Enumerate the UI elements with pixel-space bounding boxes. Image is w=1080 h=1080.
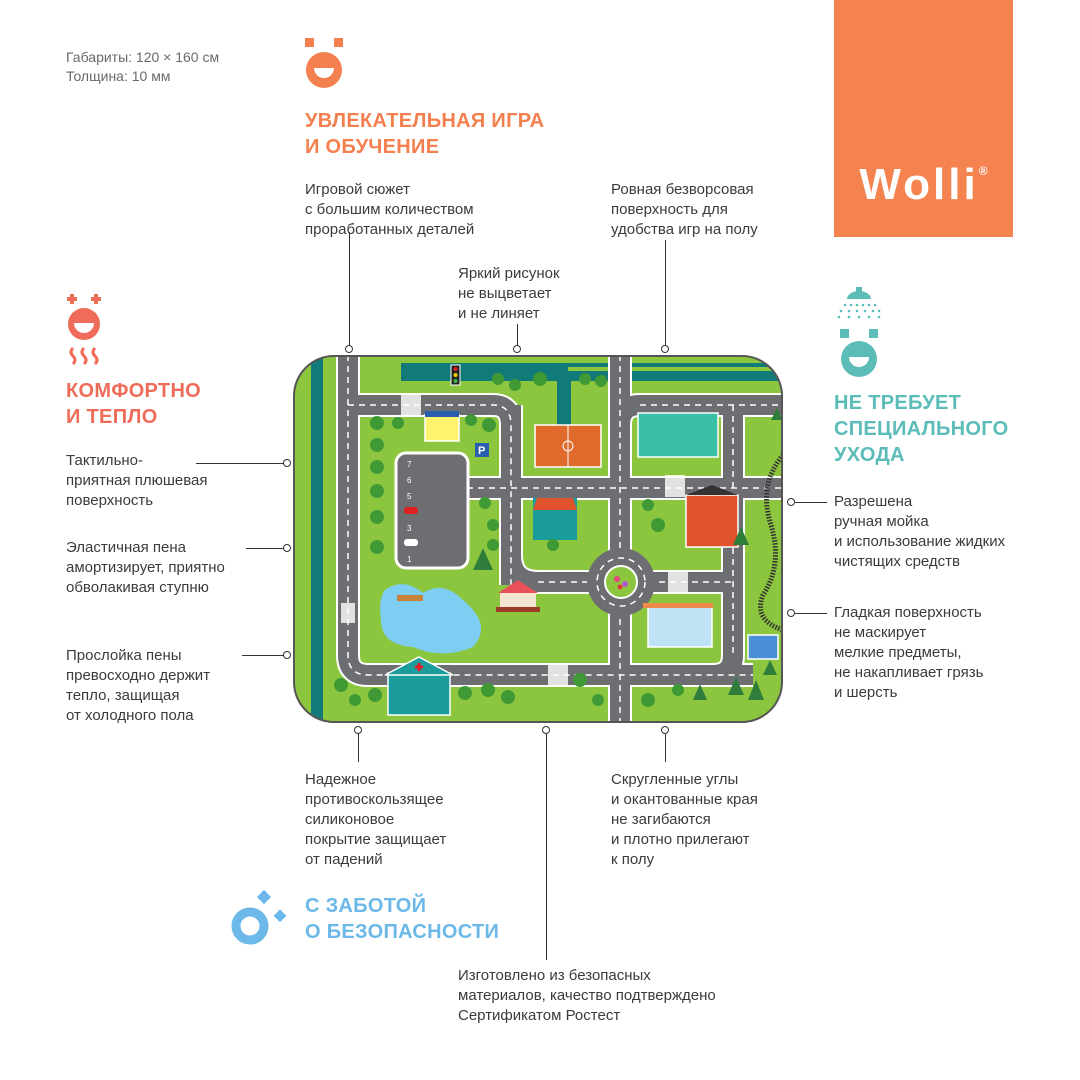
- apartment-building: [685, 494, 739, 548]
- leader-line: [349, 232, 350, 346]
- parking-number: 1: [407, 555, 412, 564]
- logo-text: Wolli: [859, 160, 979, 209]
- leader-line: [665, 240, 666, 346]
- safety-heading: С ЗАБОТОЙ О БЕЗОПАСНОСТИ: [305, 895, 500, 943]
- service-building: [747, 634, 779, 660]
- leader-dot: [283, 651, 291, 659]
- smiley-icon: [305, 38, 343, 88]
- car-icon: [404, 539, 418, 546]
- play-heading: УВЛЕКАТЕЛЬНАЯ ИГРА И ОБУЧЕНИЕ: [305, 110, 545, 158]
- car-icon: [404, 507, 418, 514]
- leader-dot: [345, 345, 353, 353]
- dimensions-text: Габариты: 120 × 160 см: [66, 49, 220, 65]
- callout-warm: Прослойка пены превосходно держит тепло,…: [66, 647, 211, 724]
- parking-number: 5: [407, 492, 412, 501]
- gas-station: [647, 606, 713, 648]
- hospital-building: [387, 672, 451, 716]
- warm-smiley-icon: [67, 294, 101, 366]
- registered-mark: ®: [978, 164, 988, 178]
- leader-dot: [661, 726, 669, 734]
- leader-line: [665, 734, 666, 762]
- school-building: [637, 412, 719, 458]
- callout-antislip: Надежное противоскользящее силиконовое п…: [305, 771, 447, 868]
- leader-line: [242, 655, 284, 656]
- callout-corners: Скругленные углы и окантованные края не …: [611, 771, 758, 868]
- callout-bright: Яркий рисунок не выцветает и не линяет: [458, 265, 560, 322]
- trees: [334, 372, 684, 707]
- railway: [758, 453, 782, 633]
- river: [311, 356, 323, 722]
- parking-sign-icon: [475, 443, 489, 457]
- callout-smooth: Гладкая поверхность не маскирует мелкие …: [834, 604, 984, 701]
- leader-dot: [513, 345, 521, 353]
- brand-logo-box: Wolli®: [834, 0, 1013, 237]
- leader-line: [517, 324, 518, 346]
- leader-line: [358, 734, 359, 762]
- play-mat-map: 7 6 5 3 1 P: [293, 355, 783, 723]
- pond: [380, 584, 481, 654]
- callout-materials: Изготовлено из безопасных материалов, ка…: [458, 967, 716, 1024]
- care-heading: НЕ ТРЕБУЕТ СПЕЦИАЛЬНОГО УХОДА: [834, 392, 1009, 466]
- leader-dot: [283, 544, 291, 552]
- leader-dot: [542, 726, 550, 734]
- leader-line: [795, 613, 827, 614]
- callout-wash: Разрешена ручная мойка и использование ж…: [834, 493, 1006, 570]
- callout-elastic: Эластичная пена амортизирует, приятно об…: [66, 539, 225, 596]
- shower-smiley-icon: [837, 287, 881, 377]
- comfort-heading: КОМФОРТНО И ТЕПЛО: [66, 380, 202, 428]
- leader-dot: [661, 345, 669, 353]
- leader-line: [546, 734, 547, 960]
- parking-number: 7: [407, 460, 412, 469]
- leader-line: [795, 502, 827, 503]
- safety-icon: [231, 889, 287, 945]
- callout-story: Игровой сюжет с большим количеством прор…: [305, 181, 475, 238]
- leader-dot: [283, 459, 291, 467]
- parking-number: 6: [407, 476, 412, 485]
- callout-surface: Ровная безворсовая поверхность для удобс…: [611, 181, 758, 238]
- brand-logo: Wolli®: [834, 160, 1013, 210]
- leader-dot: [354, 726, 362, 734]
- callout-tactile: Тактильно- приятная плюшевая поверхность: [66, 452, 208, 509]
- parking-number: 3: [407, 524, 412, 533]
- leader-line: [196, 463, 284, 464]
- thickness-text: Толщина: 10 мм: [66, 68, 171, 84]
- parking-sign-label: P: [478, 445, 485, 457]
- leader-dot: [787, 498, 795, 506]
- leader-line: [246, 548, 284, 549]
- shop-building: [424, 414, 460, 442]
- leader-dot: [787, 609, 795, 617]
